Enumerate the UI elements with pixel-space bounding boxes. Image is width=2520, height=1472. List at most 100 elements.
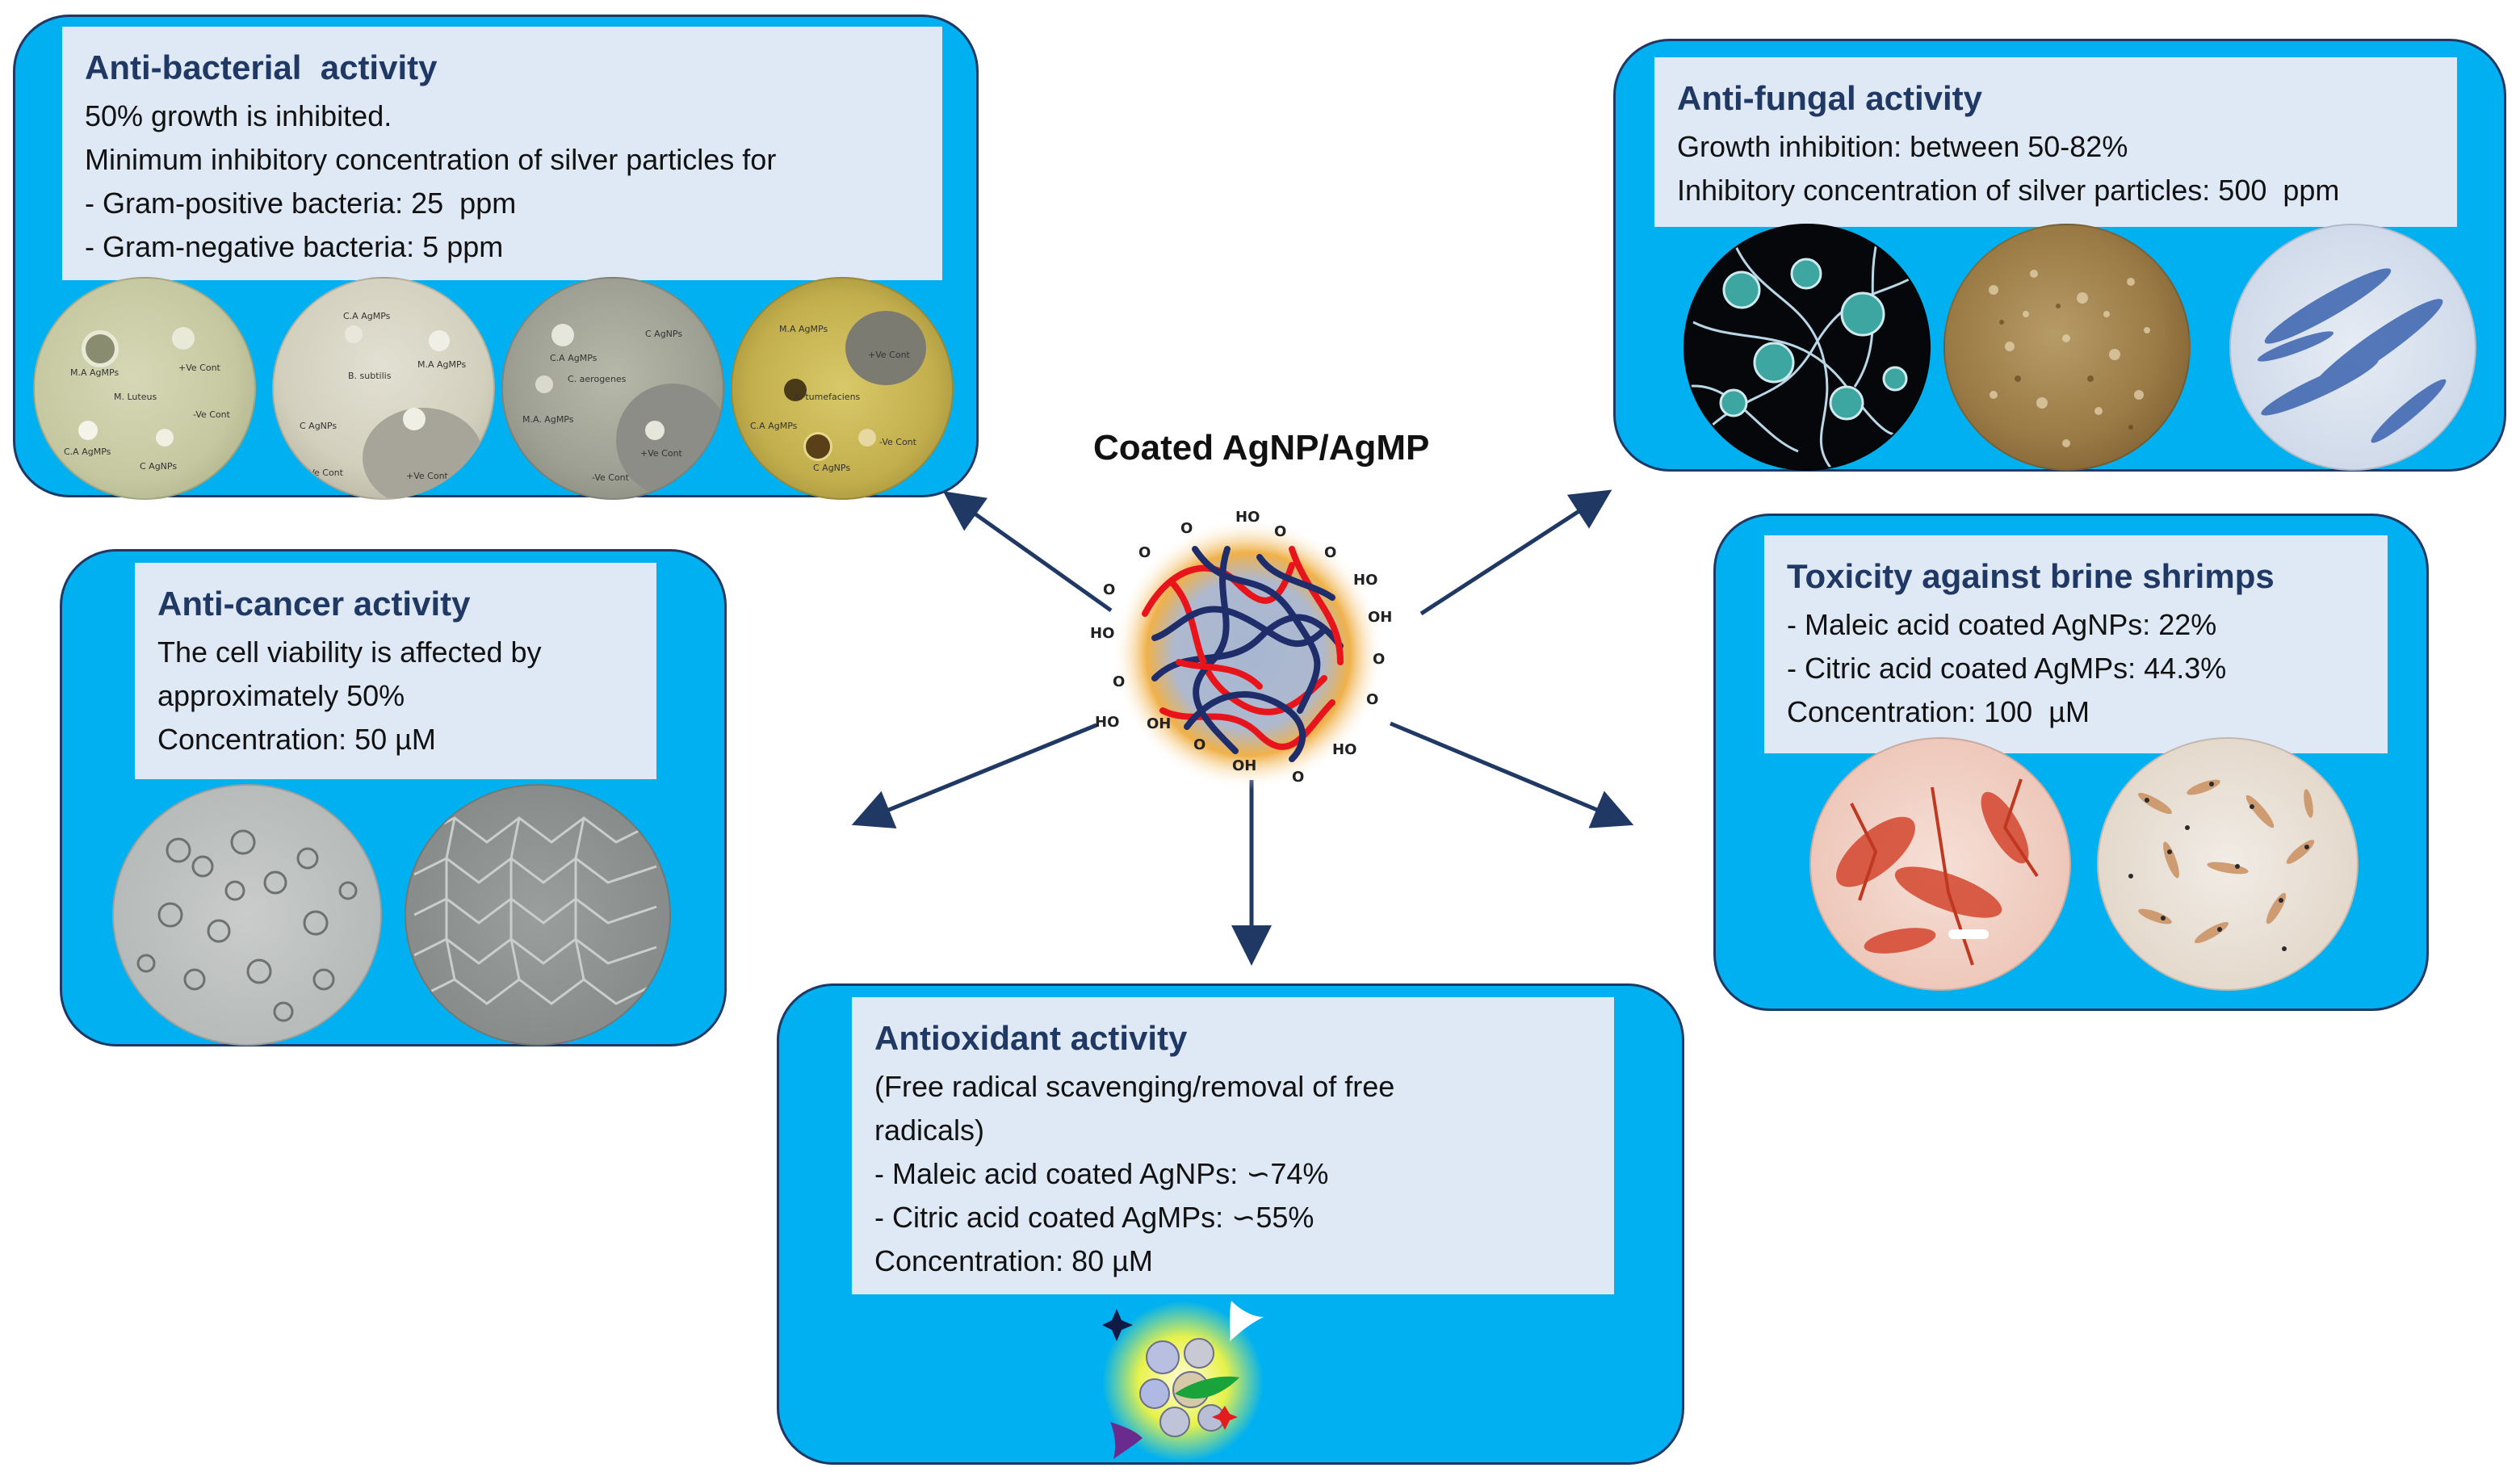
inhibition-zone — [82, 330, 119, 367]
center-title: Coated AgNP/AgMP — [1093, 428, 1430, 468]
radical-star-red — [1212, 1406, 1238, 1430]
inhibition-zone — [535, 375, 553, 393]
fungal-hyphae-drawing — [1685, 233, 1928, 468]
inhibition-zone — [429, 330, 450, 351]
shrimp-population-drawing — [2128, 779, 2315, 951]
antibacterial-line-4: - Gram-negative bacteria: 5 ppm — [85, 230, 504, 263]
arrow-to-antifungal — [1419, 489, 1612, 616]
fungal-colony-texture — [1989, 270, 2150, 447]
group-label: OH — [1232, 757, 1256, 774]
radical-purple-shape — [1110, 1422, 1143, 1459]
plate-label: C AgNPs — [300, 421, 338, 431]
antifungal-line-1: Growth inhibition: between 50-82% — [1677, 130, 2128, 163]
group-label: HO — [1235, 509, 1260, 526]
inhibition-zone — [858, 429, 876, 447]
plate-label: C.A AgMPs — [750, 421, 798, 431]
antioxidant-line-3: - Maleic acid coated AgNPs: ∽74% — [874, 1157, 1329, 1190]
shrimp-reflection — [1948, 929, 1989, 939]
fungal-stain-streaks — [2257, 268, 2447, 443]
group-label: HO — [1353, 572, 1377, 589]
antibacterial-textbox: Anti-bacterial activity 50% growth is in… — [62, 27, 942, 280]
fungal-colony-plate — [1943, 224, 2191, 471]
anticancer-textbox: Anti-cancer activity The cell viability … — [135, 563, 656, 779]
anticancer-line-3: Concentration: 50 µM — [157, 723, 436, 756]
group-label: OH — [1368, 609, 1392, 626]
plate-label: +Ve Cont — [868, 350, 910, 360]
group-label: O — [1292, 769, 1304, 786]
inhibition-zone — [803, 432, 832, 461]
plate-label: M.A. AgMPs — [522, 414, 574, 425]
antifungal-title: Anti-fungal activity — [1677, 79, 1983, 117]
cell-culture-control — [405, 784, 671, 1046]
agar-plate-bacillus: C.A AgMPs M.A AgMPs B. subtilis C AgNPs … — [272, 277, 495, 500]
inhibition-zone — [784, 379, 807, 401]
antibacterial-line-2: Minimum inhibitory concentration of silv… — [85, 143, 777, 176]
antifungal-textbox: Anti-fungal activity Growth inhibition: … — [1654, 57, 2457, 227]
antioxidant-panel: Antioxidant activity (Free radical scave… — [777, 983, 1684, 1465]
plate-label: +Ve Cont — [178, 363, 220, 373]
plate-label: M.A AgMPs — [779, 324, 828, 334]
dense-cells-drawing — [413, 816, 657, 1005]
sparse-cells-drawing — [136, 829, 358, 1022]
inhibition-zone — [551, 324, 574, 346]
plate-label: C. aerogenes — [568, 374, 627, 384]
cell-culture-treated — [112, 784, 382, 1046]
group-label: O — [1180, 520, 1193, 537]
inhibition-zone — [172, 327, 195, 350]
arrow-to-anticancer — [851, 723, 1097, 829]
plate-label: +Ve Cont — [406, 471, 448, 481]
antifungal-line-2: Inhibitory concentration of silver parti… — [1677, 174, 2340, 207]
group-label: O — [1324, 544, 1336, 561]
inhibition-zone — [156, 429, 174, 447]
agar-plate-agrobacterium: M.A AgMPs +Ve Cont A. tumefaciens C.A Ag… — [731, 277, 954, 500]
radical-star-navy — [1102, 1309, 1133, 1341]
group-label: O — [1113, 673, 1125, 690]
antibacterial-line-1: 50% growth is inhibited. — [85, 99, 392, 132]
brine-shrimp-line-3: Concentration: 100 µM — [1787, 695, 2090, 728]
free-radical-scavenging-icon — [1102, 1301, 1264, 1462]
agar-plate-citrobacter: C AgNPs C.A AgMPs C. aerogenes M.A. AgMP… — [501, 277, 724, 500]
plate-label: +Ve Cont — [640, 448, 682, 459]
group-label: O — [1138, 544, 1151, 561]
plate-label: C AgNPs — [813, 463, 851, 473]
antioxidant-line-5: Concentration: 80 µM — [874, 1244, 1153, 1277]
antibacterial-title: Anti-bacterial activity — [85, 48, 438, 86]
plate-label: -Ve Cont — [592, 472, 629, 483]
inhibition-zone — [345, 325, 363, 343]
group-label: O — [1103, 581, 1115, 598]
plate-label: A. tumefaciens — [794, 392, 861, 402]
antibacterial-line-3: - Gram-positive bacteria: 25 ppm — [85, 187, 517, 220]
anticancer-line-1: The cell viability is affected by — [157, 635, 542, 669]
anticancer-title: Anti-cancer activity — [157, 585, 471, 623]
radical-green-leaf — [1175, 1376, 1239, 1399]
inhibition-zone — [645, 421, 665, 440]
group-label: HO — [1332, 741, 1356, 758]
inhibition-zone — [403, 408, 426, 430]
antibacterial-panel: Anti-bacterial activity 50% growth is in… — [13, 15, 979, 500]
anticancer-panel: Anti-cancer activity The cell viability … — [60, 549, 727, 1046]
antioxidant-title: Antioxidant activity — [874, 1019, 1188, 1057]
group-label: O — [1274, 523, 1286, 540]
inhibition-zone — [845, 311, 926, 385]
anticancer-line-2: approximately 50% — [157, 679, 405, 712]
arrow-to-antibacterial — [942, 491, 1113, 613]
plate-label: -Ve Cont — [879, 437, 916, 447]
plate-label: C.A AgMPs — [343, 311, 391, 321]
plate-label: C AgNPs — [645, 329, 683, 339]
group-label: O — [1193, 736, 1205, 753]
group-label: O — [1366, 691, 1378, 708]
plate-label: M. Luteus — [114, 392, 157, 402]
plate-label: C.A AgMPs — [64, 447, 111, 457]
plate-label: M.A AgMPs — [417, 359, 467, 370]
brine-shrimp-line-2: - Citric acid coated AgMPs: 44.3% — [1787, 652, 2227, 685]
antioxidant-textbox: Antioxidant activity (Free radical scave… — [852, 997, 1614, 1294]
brine-shrimp-title: Toxicity against brine shrimps — [1787, 557, 2275, 595]
radical-white-shape — [1230, 1301, 1264, 1341]
antioxidant-line-1: (Free radical scavenging/removal of free — [874, 1070, 1395, 1103]
shrimp-closeup-drawing — [1836, 778, 2039, 966]
group-label: OH — [1147, 715, 1171, 732]
plate-label: C.A AgMPs — [550, 353, 598, 363]
coated-particle-icon: O HO O O HO OH O O HO O OH O OH O HO O O… — [1090, 509, 1392, 790]
group-label: HO — [1090, 625, 1114, 642]
